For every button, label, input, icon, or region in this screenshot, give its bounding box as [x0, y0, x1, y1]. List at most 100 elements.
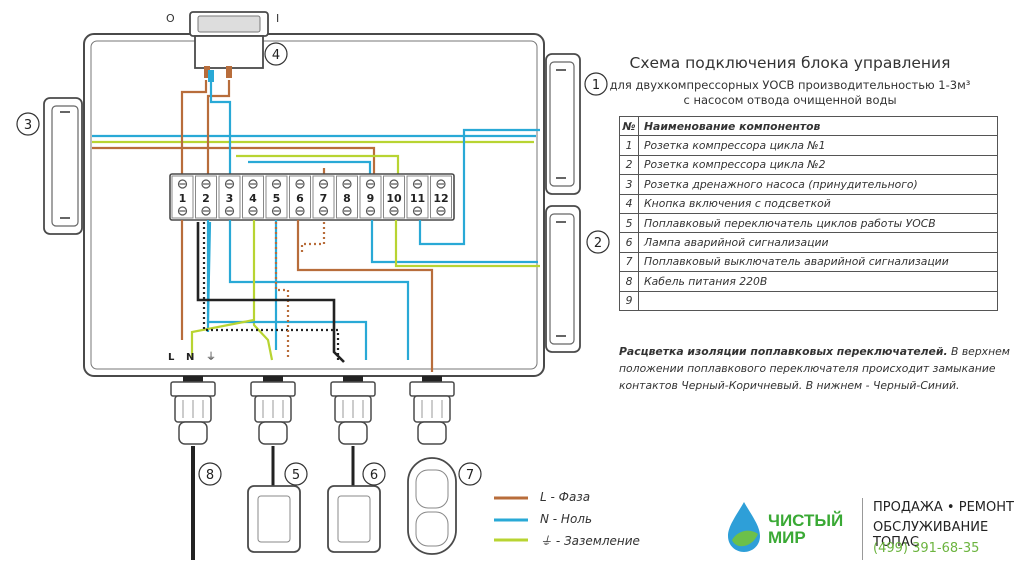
- diagram-title: Схема подключения блока управления: [629, 54, 951, 72]
- cable-label-l: L: [168, 352, 175, 363]
- callout-6: 6: [362, 462, 386, 486]
- callout-7: 7: [458, 462, 482, 486]
- switch-off-label: O: [166, 12, 175, 25]
- table-row: 9: [619, 290, 998, 311]
- callout-label: 8: [206, 468, 214, 483]
- brand-line-1: ЧИСТЫЙ: [768, 511, 844, 530]
- terminal-label: 5: [273, 192, 281, 205]
- float-switch-note: Расцветка изоляции поплавковых переключа…: [619, 343, 1014, 394]
- terminal-label: 11: [410, 192, 425, 205]
- callout-1: 1: [584, 72, 608, 96]
- callout-4: 4: [264, 42, 288, 66]
- terminal-2: 2: [195, 175, 217, 219]
- row-num: 3: [619, 174, 639, 195]
- row-num: 1: [619, 135, 639, 156]
- bus-wires: [92, 134, 536, 175]
- switch-on-label: I: [276, 12, 279, 25]
- terminal-label: 6: [296, 192, 304, 205]
- terminal-label: 2: [202, 192, 210, 205]
- callout-label: 4: [272, 48, 280, 63]
- callout-label: 7: [466, 468, 474, 483]
- callout-2: 2: [586, 230, 610, 254]
- terminal-label: 10: [386, 192, 402, 205]
- cable-gland: [409, 376, 455, 445]
- callout-label: 2: [594, 236, 602, 251]
- terminal-10: 10: [383, 175, 405, 219]
- cable-label-n: N: [186, 352, 194, 363]
- note-text: В верхнем положении поплавкового переклю…: [619, 345, 1010, 392]
- cable-gland: [250, 376, 296, 445]
- power-switch-4: [189, 11, 269, 82]
- terminal-label: 3: [226, 192, 234, 205]
- callout-8: 8: [198, 462, 222, 486]
- row-num: 9: [619, 290, 639, 311]
- row-name: Поплавковый переключатель циклов работы …: [638, 212, 998, 234]
- control-box-inner: [90, 40, 538, 370]
- cable-gland: [330, 376, 376, 445]
- table-header-name: Наименование компонентов: [638, 115, 998, 137]
- dotted-wires: [196, 222, 345, 363]
- table-header-num: №: [619, 115, 639, 137]
- terminal-label: 8: [343, 192, 351, 205]
- row-name: Розетка компрессора цикла №2: [638, 154, 998, 176]
- row-name: [638, 290, 998, 311]
- cable-label-ground: ⏚: [206, 351, 216, 363]
- switch-wires: [180, 80, 232, 175]
- row-num: 5: [619, 212, 639, 234]
- callout-3: 3: [16, 112, 40, 136]
- terminal-4: 4: [242, 175, 264, 219]
- callout-label: 5: [292, 468, 300, 483]
- callout-label: 1: [592, 78, 600, 93]
- terminal-11: 11: [406, 175, 429, 219]
- terminal-8: 8: [336, 175, 358, 219]
- row-num: 4: [619, 193, 639, 214]
- callout-5: 5: [284, 462, 308, 486]
- service-line-1: ПРОДАЖА • РЕМОНТ: [873, 500, 1014, 515]
- row-num: 2: [619, 154, 639, 176]
- row-name: Кабель питания 220В: [638, 271, 998, 292]
- row-name: Лампа аварийной сигнализации: [638, 232, 998, 253]
- terminal-12: 12: [430, 175, 452, 219]
- float-switch-7: [327, 446, 381, 553]
- row-name: Поплавковый выключатель аварийной сигнал…: [638, 251, 998, 273]
- legend-label-neutral: N - Ноль: [540, 512, 593, 526]
- diagram-subtitle: для двухкомпрессорных УОСВ производитель…: [600, 78, 980, 108]
- brand-name: ЧИСТЫЙ МИР: [768, 512, 843, 546]
- service-phone: (499) 391-68-35: [873, 541, 980, 556]
- subtitle-line-2: с насосом отвода очищенной воды: [683, 93, 897, 107]
- brand-logo-icon: [728, 502, 760, 552]
- row-name: Кнопка включения с подсветкой: [638, 193, 998, 214]
- service-line-2: ОБСЛУЖИВАНИЕ ТОПАС: [873, 520, 989, 550]
- socket-2: [545, 205, 581, 353]
- callout-label: 6: [370, 468, 378, 483]
- subtitle-line-1: для двухкомпрессорных УОСВ производитель…: [609, 78, 971, 92]
- socket-1: [545, 53, 581, 195]
- wire-legend: [494, 496, 528, 542]
- callout-label: 3: [24, 118, 32, 133]
- socket-3: [43, 97, 83, 235]
- note-heading: Расцветка изоляции поплавковых переключа…: [619, 345, 948, 358]
- brand-divider: [862, 498, 863, 560]
- row-name: Розетка дренажного насоса (принудительно…: [638, 174, 998, 195]
- terminal-5: 5: [265, 175, 288, 219]
- legend-label-ground: ⏚ - Заземление: [540, 534, 640, 548]
- float-switch-5: [247, 446, 301, 553]
- row-name: Розетка компрессора цикла №1: [638, 135, 998, 156]
- row-num: 7: [619, 251, 639, 273]
- terminal-label: 1: [179, 192, 187, 205]
- cable-gland: [170, 376, 216, 445]
- legend-label-phase: L - Фаза: [540, 490, 591, 504]
- terminal-label: 9: [367, 192, 375, 205]
- row-num: 6: [619, 232, 639, 253]
- terminal-9: 9: [359, 175, 382, 219]
